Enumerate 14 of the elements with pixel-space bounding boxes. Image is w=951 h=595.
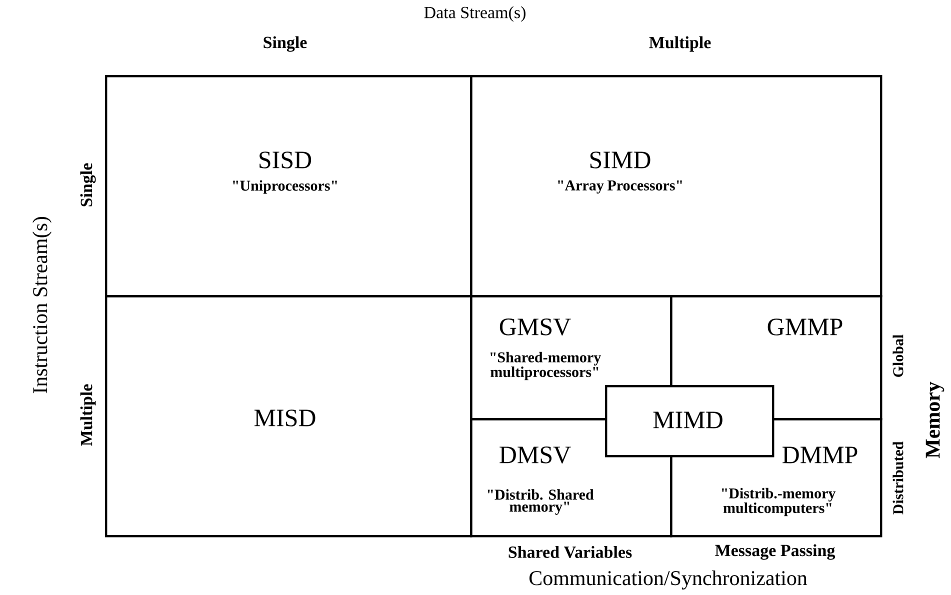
axis-label: Instruction Stream(s) xyxy=(32,216,52,394)
axis-label: Communication/Synchronization xyxy=(529,570,808,590)
axis-label: Data Stream(s) xyxy=(424,6,526,22)
grid-cell: SISD "Uniprocessors" xyxy=(105,75,472,298)
grid-cell: MISD xyxy=(105,295,472,538)
axis-label: Global xyxy=(892,334,904,377)
axis-label: Shared Variables xyxy=(508,546,632,558)
category-box: MIMD xyxy=(605,385,774,458)
axis-label: Distributed xyxy=(892,442,904,514)
axis-label: Multiple xyxy=(649,36,711,52)
axis-label: Message Passing xyxy=(715,544,836,560)
axis-label: Single xyxy=(264,36,307,52)
grid-cell: SIMD "Array Processors" xyxy=(470,75,882,298)
axis-label: Memory xyxy=(926,382,944,458)
